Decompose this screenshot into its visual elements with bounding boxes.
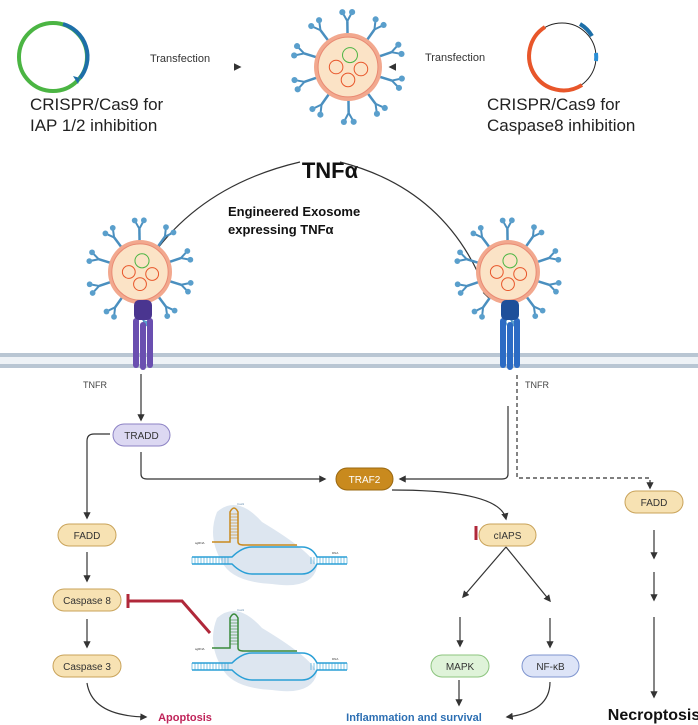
arrow-to-right-exosome — [339, 161, 490, 299]
inhibition-caspase8 — [126, 594, 212, 634]
fadd-left-label: FADD — [74, 531, 101, 542]
tnfr-left-label: TNFR — [83, 380, 107, 390]
transfection-left-label: Transfection — [150, 53, 210, 65]
node-tradd: TRADD — [112, 423, 171, 447]
tnfr-right-icon — [500, 300, 520, 370]
tnfr-right-label: TNFR — [525, 380, 549, 390]
right-plasmid-label-line2: Caspase8 inhibition — [487, 116, 635, 135]
mapk-label: MAPK — [446, 662, 475, 673]
svg-text:sgRNA: sgRNA — [195, 647, 205, 651]
transfection-right-label: Transfection — [425, 52, 485, 64]
ciaps-label: cIAPS — [494, 531, 522, 542]
svg-text:sgRNA: sgRNA — [195, 541, 205, 545]
exosome-left-icon — [86, 217, 194, 327]
nfkb-label: NF-κB — [536, 662, 565, 673]
node-nfkb: NF-κB — [521, 654, 580, 678]
caspase3-label: Caspase 3 — [63, 662, 111, 673]
engineered-label-line2: expressing TNFα — [228, 222, 334, 237]
engineered-label-line1: Engineered Exosome — [228, 204, 360, 219]
crispr-cas9-dna-icon: sgRNA DNA Cas9 — [191, 608, 348, 692]
inhibition-ciaps — [297, 526, 478, 540]
node-caspase8: Caspase 8 — [52, 588, 122, 612]
node-traf2: TRAF2 — [335, 467, 394, 491]
caspase8-label: Caspase 8 — [63, 596, 111, 607]
exosome-top-icon — [291, 9, 405, 125]
tradd-label: TRADD — [124, 431, 158, 442]
exosome-right-icon — [454, 217, 562, 327]
svg-text:DNA: DNA — [332, 551, 338, 555]
cell-membrane — [0, 353, 698, 368]
necroptosis-label: Necroptosis — [608, 707, 698, 724]
node-ciaps: cIAPS — [478, 523, 537, 547]
fadd-right-label: FADD — [641, 498, 668, 509]
right-plasmid-label-line1: CRISPR/Cas9 for — [487, 95, 621, 114]
inflammation-label: Inflammation and survival — [346, 712, 482, 724]
plasmid-right-icon — [527, 22, 599, 93]
svg-text:Cas9: Cas9 — [237, 502, 244, 506]
node-fadd-right: FADD — [624, 490, 684, 514]
tnf-alpha-label: TNFα — [302, 158, 359, 183]
tnfr-left-icon — [133, 300, 153, 370]
svg-text:Cas9: Cas9 — [237, 608, 244, 612]
left-plasmid-label-line1: CRISPR/Cas9 for — [30, 95, 164, 114]
pathway-arrows — [83, 374, 658, 721]
node-fadd-left: FADD — [57, 523, 117, 547]
plasmid-left-icon — [17, 21, 90, 93]
node-mapk: MAPK — [430, 654, 490, 678]
crispr-cas9-dna-icon: sgRNA DNA Cas9 — [191, 502, 348, 586]
node-caspase3: Caspase 3 — [52, 654, 122, 678]
left-plasmid-label-line2: IAP 1/2 inhibition — [30, 116, 157, 135]
svg-text:DNA: DNA — [332, 657, 338, 661]
apoptosis-label: Apoptosis — [158, 712, 212, 724]
traf2-label: TRAF2 — [349, 475, 381, 486]
